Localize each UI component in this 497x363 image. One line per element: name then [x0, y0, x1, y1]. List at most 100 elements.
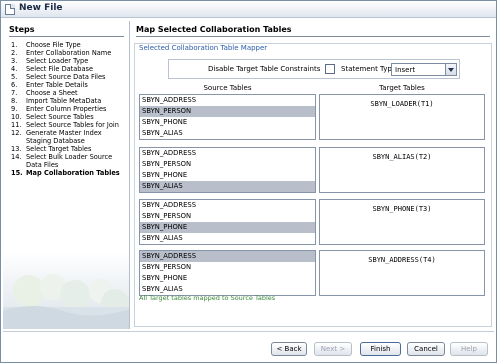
step-number: 3. — [11, 57, 18, 65]
mapper-group-label: Selected Collaboration Table Mapper — [139, 44, 268, 52]
step-label: Import Table MetaData — [26, 97, 102, 105]
new-file-icon — [5, 4, 15, 15]
help-button[interactable]: Help — [450, 342, 488, 356]
step-item: 15.Map Collaboration Tables — [11, 169, 128, 177]
step-item: 5. Select Source Data Files — [11, 73, 128, 81]
step-label: Enter Column Properties — [26, 105, 107, 113]
source-table-item[interactable]: SBYN_ADDRESS — [142, 96, 197, 104]
source-table-item[interactable]: SBYN_PERSON — [142, 212, 192, 220]
chevron-down-icon[interactable] — [445, 64, 456, 75]
step-label: Enter Collaboration Name — [26, 49, 112, 57]
disable-constraints-label: Disable Target Table Constraints — [208, 65, 321, 73]
source-table-item[interactable]: SBYN_ALIAS — [142, 285, 183, 293]
step-label: Select File Database — [26, 65, 94, 73]
step-label: Select Source Tables for Join — [26, 121, 119, 129]
step-item: 13. Select Target Tables — [11, 145, 128, 153]
source-table-item[interactable]: SBYN_PERSON — [142, 160, 192, 168]
step-number: 1. — [11, 41, 18, 49]
finish-button[interactable]: Finish — [360, 342, 401, 356]
target-table-name: SBYN_ALIAS(T2) — [372, 153, 432, 161]
step-item: 9. Enter Column Properties — [11, 105, 128, 113]
source-table-item[interactable]: SBYN_PHONE — [142, 118, 188, 126]
step-item: 10. Select Source Tables — [11, 113, 128, 121]
source-tables-list[interactable]: SBYN_ADDRESS SBYN_PERSON SBYN_PHONE SBYN_AL… — [139, 147, 316, 193]
source-tables-header: Source Tables — [203, 84, 252, 92]
statement-type-value: Insert — [395, 66, 416, 74]
source-table-item[interactable]: SBYN_ALIAS — [140, 181, 315, 192]
step-number: 15. — [11, 169, 23, 177]
step-number: 4. — [11, 65, 18, 73]
step-label: Select Source Tables — [26, 113, 94, 121]
target-table-name: SBYN_LOADER(T1) — [370, 100, 434, 108]
target-table-cell: SBYN_ADDRESS(T4) — [319, 250, 485, 296]
step-number: 14. — [11, 153, 22, 161]
step-item: 11. Select Source Tables for Join — [11, 121, 128, 129]
step-item: 8. Import Table MetaData — [11, 97, 128, 105]
dialog-watermark-image — [3, 251, 129, 329]
source-table-item[interactable]: SBYN_PHONE — [142, 274, 188, 282]
window-title: New File — [19, 3, 63, 13]
source-table-item[interactable]: SBYN_PERSON — [142, 263, 192, 271]
target-table-name: SBYN_ADDRESS(T4) — [368, 256, 436, 264]
step-item: 1.Choose File Type — [11, 41, 128, 49]
source-table-item[interactable]: SBYN_ALIAS — [142, 234, 183, 242]
step-item: 3. Select Loader Type — [11, 57, 128, 65]
mapping-status-message: All Target tables mapped to Source Table… — [139, 294, 276, 302]
target-table-name: SBYN_PHONE(T3) — [372, 205, 432, 213]
step-label: Generate Master Index Staging Database — [26, 129, 102, 145]
step-number: 9. — [11, 105, 18, 113]
step-label: Select Target Tables — [26, 145, 92, 153]
step-number: 5. — [11, 73, 18, 81]
step-item: 6. Enter Table Details — [11, 81, 128, 89]
content-panel: Map Selected Collaboration Tables Select… — [132, 21, 494, 329]
back-button[interactable]: < Back — [271, 342, 307, 356]
target-table-cell: SBYN_LOADER(T1) — [319, 94, 485, 140]
step-number: 13. — [11, 145, 22, 153]
mapping-row: SBYN_ADDRESS SBYN_PERSON SBYN_PHONE SBYN_AL… — [139, 147, 485, 193]
target-tables-header: Target Tables — [379, 84, 425, 92]
source-table-item[interactable]: SBYN_ADDRESS — [140, 251, 315, 262]
target-table-cell: SBYN_ALIAS(T2) — [319, 147, 485, 193]
statement-type-select[interactable]: Insert — [391, 63, 457, 76]
page-title: Map Selected Collaboration Tables — [136, 25, 292, 34]
source-table-item[interactable]: SBYN_PERSON — [140, 106, 315, 117]
step-label: Select Bulk Loader Source Data Files — [26, 153, 113, 169]
step-label: Select Source Data Files — [26, 73, 106, 81]
step-item: 4. Select File Database — [11, 65, 128, 73]
source-table-item[interactable]: SBYN_PHONE — [140, 222, 315, 233]
step-item: 12.Generate Master Index Staging Databas… — [11, 129, 128, 145]
step-number: 6. — [11, 81, 18, 89]
source-table-item[interactable]: SBYN_ALIAS — [142, 129, 183, 137]
step-label: Choose a Sheet — [26, 89, 78, 97]
table-mapper-group: Selected Collaboration Table Mapper Disa… — [134, 43, 492, 327]
source-table-item[interactable]: SBYN_ADDRESS — [142, 149, 197, 157]
steps-divider — [9, 36, 124, 37]
step-number: 8. — [11, 97, 18, 105]
cancel-button[interactable]: Cancel — [407, 342, 445, 356]
statement-type-label: Statement Type — [341, 65, 397, 73]
options-bar: Disable Target Table Constraints Stateme… — [168, 59, 460, 79]
target-table-cell: SBYN_PHONE(T3) — [319, 199, 485, 245]
step-number: 7. — [11, 89, 18, 97]
disable-constraints-checkbox[interactable] — [325, 64, 335, 74]
step-number: 10. — [11, 113, 22, 121]
title-bar[interactable]: New File — [1, 1, 496, 18]
step-number: 11. — [11, 121, 22, 129]
source-table-item[interactable]: SBYN_ADDRESS — [142, 201, 197, 209]
next-button[interactable]: Next > — [314, 342, 352, 356]
step-label: Enter Table Details — [26, 81, 88, 89]
source-table-item[interactable]: SBYN_PHONE — [142, 171, 188, 179]
step-label: Select Loader Type — [26, 57, 89, 65]
step-item: 7. Choose a Sheet — [11, 89, 128, 97]
step-item: 2. Enter Collaboration Name — [11, 49, 128, 57]
steps-title: Steps — [9, 25, 35, 34]
step-number: 2. — [11, 49, 18, 57]
